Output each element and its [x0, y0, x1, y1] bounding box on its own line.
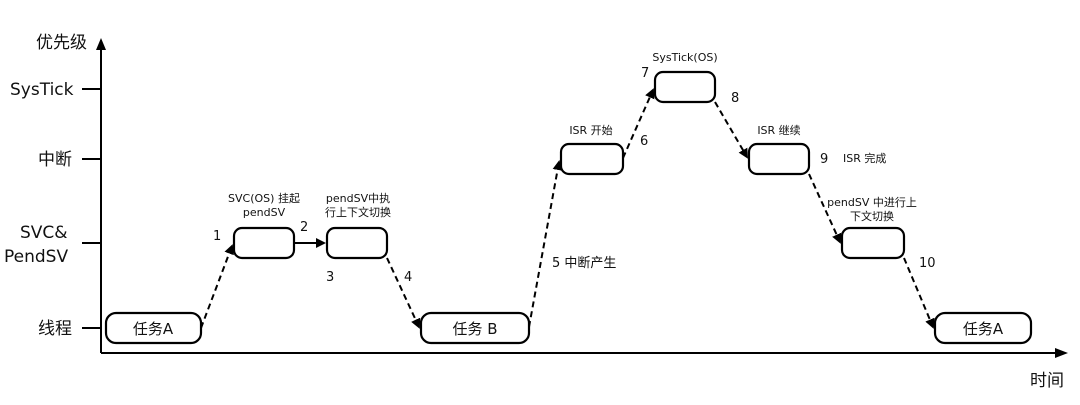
level-label-pendsv: PendSV	[4, 247, 68, 267]
note-systick: SysTick(OS)	[652, 51, 717, 64]
step-10: 10	[919, 256, 936, 271]
systick-box	[653, 70, 717, 104]
arrow-4	[386, 257, 421, 329]
level-label-interrupt: 中断	[38, 150, 72, 170]
arrow-1	[200, 244, 234, 329]
task-b-label: 任务 B	[452, 320, 497, 338]
step-5: 5 中断产生	[552, 256, 616, 271]
isr-start-box	[559, 142, 625, 176]
step-4: 4	[404, 270, 412, 285]
isr-continue-box	[747, 142, 811, 176]
step-1: 1	[213, 229, 221, 244]
step-6: 6	[640, 134, 648, 149]
pendsv-box-1	[325, 226, 389, 260]
arrow-10	[903, 257, 935, 329]
note-isr-done: ISR 完成	[843, 151, 886, 165]
step-7: 7	[641, 66, 649, 81]
note-svc-line2: pendSV	[243, 206, 286, 219]
step-9: 9	[820, 152, 828, 167]
note-pendsv2-line2: 下文切换	[850, 209, 894, 223]
task-a-end-box	[933, 311, 1033, 345]
level-label-systick: SysTick	[10, 80, 74, 100]
note-pendsv2-line1: pendSV 中进行上	[827, 196, 917, 209]
step-3: 3	[326, 270, 334, 285]
x-axis-title: 时间	[1030, 371, 1064, 391]
arrow-5	[528, 160, 563, 328]
y-axis-arrowhead	[96, 38, 106, 50]
arrow-8	[714, 101, 749, 159]
step-2: 2	[300, 220, 308, 235]
note-isr-continue: ISR 继续	[757, 123, 800, 137]
step-8: 8	[731, 91, 739, 106]
note-isr-start: ISR 开始	[569, 123, 612, 137]
arrow-9	[808, 173, 842, 244]
note-pendsv-line1: pendSV中执	[326, 191, 390, 205]
svc-box	[232, 226, 296, 260]
task-a-end-label: 任务A	[963, 320, 1004, 338]
task-a-start-label: 任务A	[133, 320, 174, 338]
level-label-thread: 线程	[38, 319, 72, 339]
pendsv-box-2	[840, 226, 906, 260]
arrow-7	[622, 88, 655, 159]
x-axis-arrowhead	[1055, 348, 1068, 358]
task-b-box	[419, 311, 531, 345]
note-pendsv-line2: 行上下文切换	[325, 205, 391, 219]
level-label-svc: SVC&	[20, 223, 68, 243]
y-axis-title: 优先级	[36, 33, 87, 53]
note-svc-line1: SVC(OS) 挂起	[228, 191, 300, 205]
